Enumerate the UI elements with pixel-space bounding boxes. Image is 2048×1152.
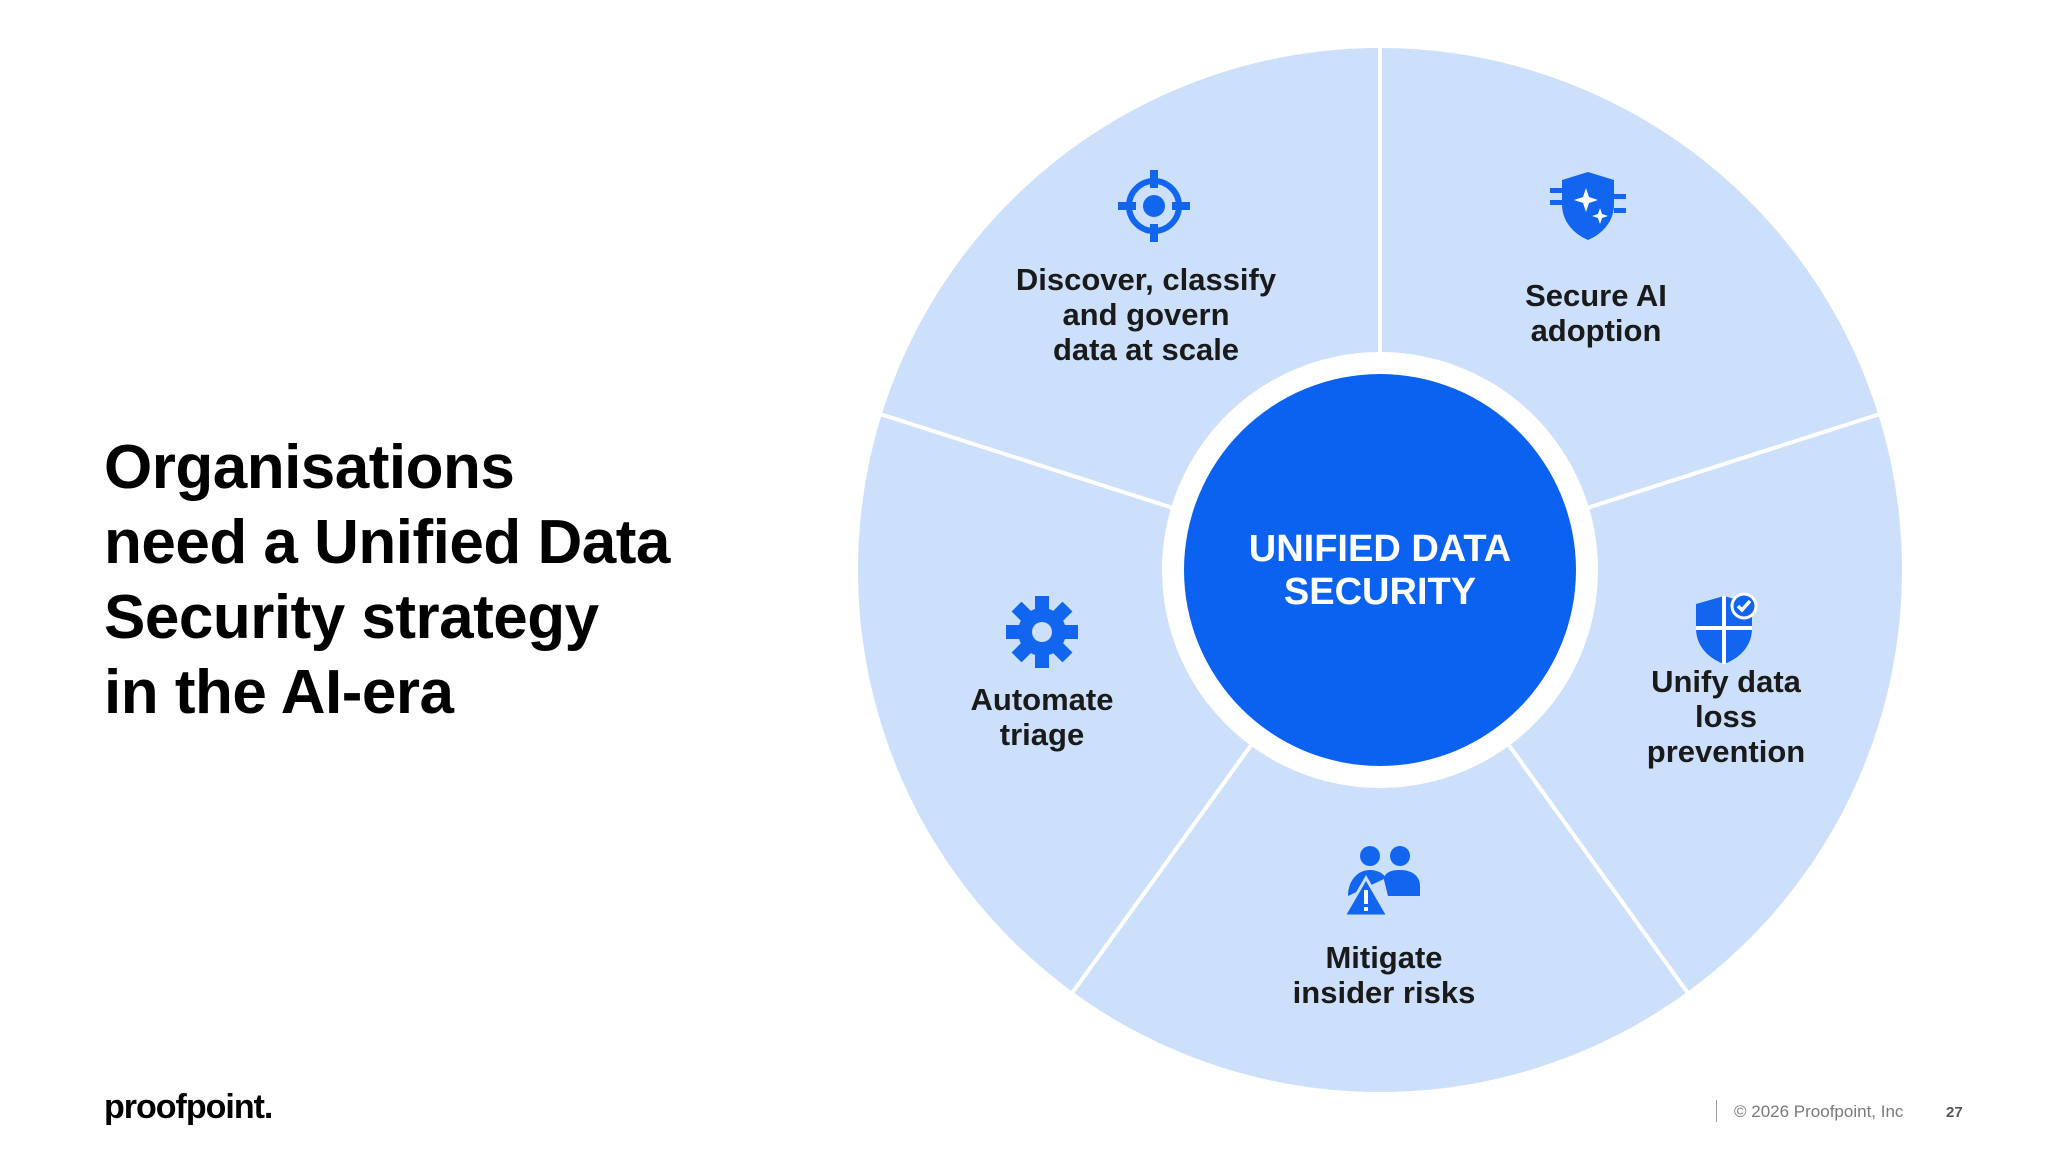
segment-label-unify-dlp: Unify data loss prevention — [1647, 664, 1805, 769]
segment-label-line: data at scale — [1052, 332, 1240, 367]
slide-headline: Organisations need a Unified Data Securi… — [104, 430, 804, 730]
segment-label-line: Discover, classify — [1015, 262, 1277, 297]
center-label-line: SECURITY — [1283, 571, 1477, 613]
headline-line: need a Unified Data — [104, 508, 670, 577]
shield-check-icon — [1696, 592, 1758, 664]
segment-label-line: Automate — [970, 682, 1114, 717]
segment-label-line: and govern — [1062, 297, 1230, 332]
copyright-text: © 2026 Proofpoint, Inc — [1734, 1102, 1904, 1121]
segment-label-mitigate: Mitigate insider risks — [1293, 940, 1476, 1010]
segment-label-line: loss — [1694, 699, 1758, 734]
segment-divider — [1068, 742, 1254, 998]
ai-shield-icon — [1550, 172, 1626, 240]
segment-divider — [876, 411, 1174, 510]
segment-divider — [1586, 411, 1884, 510]
center-label: UNIFIED DATA SECURITY — [1210, 528, 1550, 614]
segment-label-line: insider risks — [1292, 975, 1476, 1010]
segment-label-line: Unify data — [1651, 664, 1801, 699]
footer-divider — [1716, 1100, 1717, 1122]
segment-label-automate: Automate triage — [971, 682, 1114, 752]
center-label-line: UNIFIED DATA — [1248, 528, 1512, 570]
segment-label-line: Mitigate — [1325, 940, 1443, 975]
segment-label-line: adoption — [1530, 313, 1662, 348]
segment-label-line: Secure AI — [1525, 278, 1667, 313]
segment-label-discover: Discover, classify and govern data at sc… — [1016, 262, 1276, 367]
segment-label-line: triage — [999, 717, 1085, 752]
headline-line: Organisations — [104, 433, 515, 502]
segment-label-line: prevention — [1646, 734, 1806, 769]
segment-label-secure-ai: Secure AI adoption — [1525, 278, 1667, 348]
segment-divider — [1506, 742, 1692, 998]
headline-line: in the AI-era — [104, 658, 454, 727]
page-number: 27 — [1946, 1104, 1963, 1121]
users-warning-icon — [1344, 846, 1420, 918]
proofpoint-logo: proofpoint. — [104, 1088, 273, 1126]
headline-line: Security strategy — [104, 583, 599, 652]
center-disk — [1184, 374, 1576, 766]
gear-icon — [1006, 596, 1078, 668]
target-icon — [1118, 170, 1190, 242]
